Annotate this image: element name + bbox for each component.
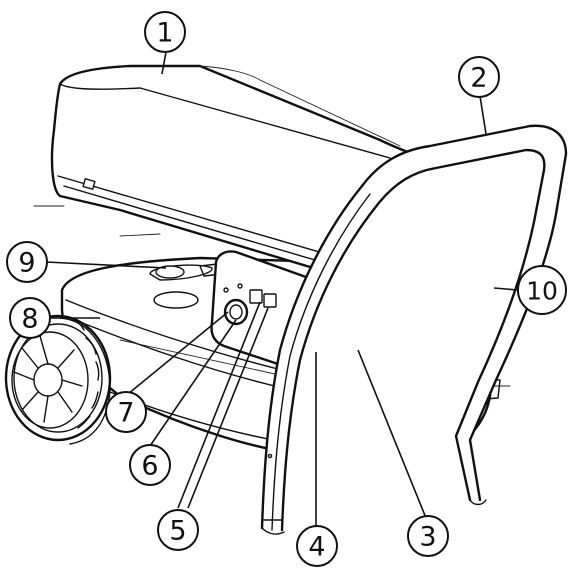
callout-10: 10 [517,265,567,315]
callout-2-label: 2 [470,63,487,94]
callout-6: 6 [129,444,171,486]
callout-10-label: 10 [526,277,558,306]
callout-9: 9 [6,241,48,283]
callout-7: 7 [105,391,147,433]
callout-8-label: 8 [21,304,38,335]
callout-1-label: 1 [156,18,173,49]
callout-5-label: 5 [169,516,186,547]
callout-2: 2 [458,56,500,98]
callout-4-label: 4 [308,532,325,563]
callout-4: 4 [296,525,338,567]
wheel [4,314,112,445]
handle-frame [260,124,568,535]
callout-3-label: 3 [419,522,436,553]
callout-3: 3 [407,515,449,557]
callout-8: 8 [9,297,51,339]
callout-5: 5 [157,509,199,551]
leader-lines [45,51,519,526]
callout-6-label: 6 [141,451,158,482]
callout-7-label: 7 [117,398,134,429]
callout-1: 1 [144,11,186,53]
callout-9-label: 9 [18,248,35,279]
